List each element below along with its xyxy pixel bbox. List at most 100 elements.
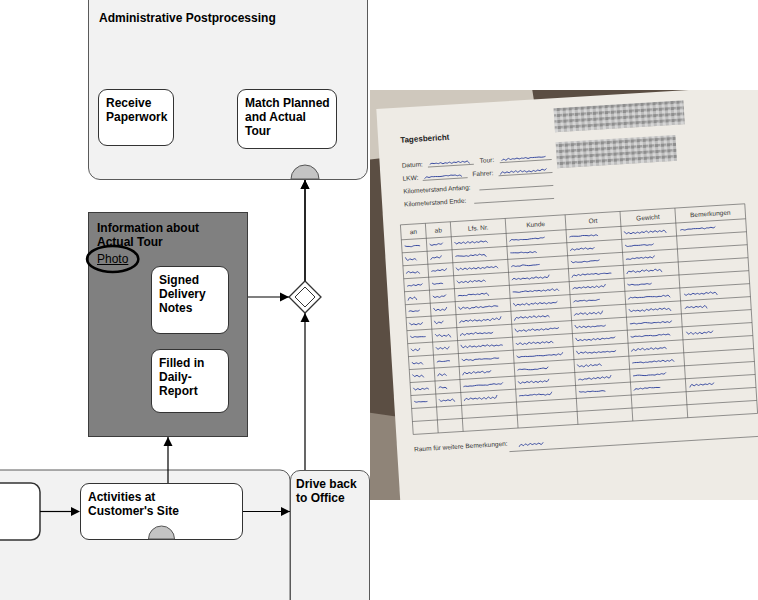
arrow-head	[164, 437, 173, 446]
handwriting	[409, 322, 422, 325]
handwriting	[407, 284, 422, 287]
handwriting	[576, 348, 616, 354]
handwriting	[463, 383, 503, 387]
handwriting	[572, 272, 612, 277]
handwriting	[463, 370, 492, 375]
data-object: Information about Actual TourPhotoSigned…	[88, 212, 248, 437]
lane-band	[0, 470, 290, 600]
handwriting	[625, 243, 654, 246]
document-box: Signed Delivery Notes	[151, 266, 229, 334]
redacted-block	[556, 135, 677, 168]
table-header: Lfs. Nr.	[451, 222, 506, 232]
document-box: Filled in Daily-Report	[151, 349, 229, 413]
handwriting	[632, 360, 674, 365]
handwriting	[573, 299, 599, 302]
table-grid	[397, 148, 758, 458]
handwriting	[460, 331, 493, 336]
handwriting	[571, 259, 600, 263]
handwriting	[519, 392, 552, 397]
handwriting	[517, 367, 548, 371]
connector-line	[248, 180, 305, 297]
handwriting	[434, 307, 447, 311]
arrow-head	[71, 507, 80, 516]
process-box: Activities at Customer's Site	[80, 483, 243, 540]
handwriting	[437, 360, 450, 362]
link-label: Photo	[97, 252, 128, 266]
node-label: Drive back to Office	[296, 477, 364, 505]
node-label: Filled in Daily-Report	[159, 356, 222, 398]
form-label: Datum:	[402, 160, 423, 168]
gateway-diamond	[295, 287, 315, 307]
table-header: Gewicht	[620, 212, 675, 222]
sequence-flow	[301, 180, 310, 470]
process-box	[0, 483, 40, 540]
handwriting	[634, 387, 660, 391]
marker-semicircle	[149, 526, 175, 539]
handwriting	[455, 254, 486, 259]
handwriting	[570, 247, 594, 251]
sequence-flow	[248, 180, 310, 302]
handwriting	[431, 268, 447, 271]
handwriting	[456, 265, 498, 271]
table-header: Kunde	[505, 219, 565, 230]
sequence-flow	[243, 507, 290, 516]
handwriting	[464, 395, 497, 401]
handwriting	[459, 316, 501, 323]
handwriting	[518, 379, 549, 384]
handwriting	[626, 256, 655, 260]
process-box: Receive Paperwork	[98, 89, 174, 146]
handwriting	[433, 295, 446, 298]
handwriting	[510, 251, 536, 254]
table-header: Ort	[565, 215, 620, 225]
form-label: Kilometerstand Ende:	[404, 197, 466, 208]
arrow-head	[301, 180, 310, 189]
handwriting	[434, 320, 443, 323]
handwriting	[430, 255, 441, 259]
handwriting	[438, 373, 447, 376]
handwriting	[572, 284, 605, 289]
handwriting	[685, 305, 707, 309]
handwriting	[569, 235, 598, 238]
handwriting	[435, 333, 451, 338]
handwriting	[512, 275, 550, 280]
table-header: an	[401, 227, 426, 236]
arrow-head	[280, 293, 289, 302]
handwriting	[630, 321, 672, 325]
form-label: Fahrer:	[472, 169, 493, 177]
handwriting	[436, 346, 449, 349]
handwriting	[509, 237, 544, 241]
handwriting	[455, 240, 488, 245]
handwriting	[624, 229, 666, 235]
handwriting	[462, 357, 499, 362]
handwriting	[519, 442, 543, 446]
handwriting	[439, 399, 455, 403]
handwriting	[633, 372, 666, 376]
handwriting	[576, 336, 616, 342]
arrow-head	[301, 180, 310, 189]
form-label: Raum für weitere Bemerkungen:	[414, 440, 508, 453]
handwriting	[513, 288, 559, 293]
handwriting	[680, 227, 715, 231]
photo-text-layer: TagesberichtDatum:Tour:LKW:Fahrer:Kilome…	[358, 79, 758, 512]
gateway-diamond	[289, 281, 321, 313]
handwriting	[459, 304, 499, 309]
node-label: Signed Delivery Notes	[159, 273, 222, 315]
connector-line	[304, 180, 305, 470]
handwriting	[631, 347, 666, 352]
sequence-flow	[164, 437, 173, 483]
table-header: Bemerkungen	[675, 208, 745, 219]
form-label: Kilometerstand Anfang:	[403, 184, 471, 195]
handwriting	[686, 330, 713, 334]
marker-semicircle	[291, 165, 319, 179]
handwriting	[408, 297, 417, 301]
form-label: Tour:	[479, 156, 494, 164]
handwriting	[517, 352, 563, 357]
handwriting	[631, 334, 671, 338]
handwriting	[511, 264, 540, 267]
handwriting	[515, 326, 559, 332]
handwriting	[575, 323, 606, 328]
handwriting	[629, 307, 671, 314]
lane-band: Administrative PostprocessingReceive Pap…	[88, 0, 368, 180]
handwriting	[502, 156, 546, 161]
handwriting	[579, 390, 605, 393]
